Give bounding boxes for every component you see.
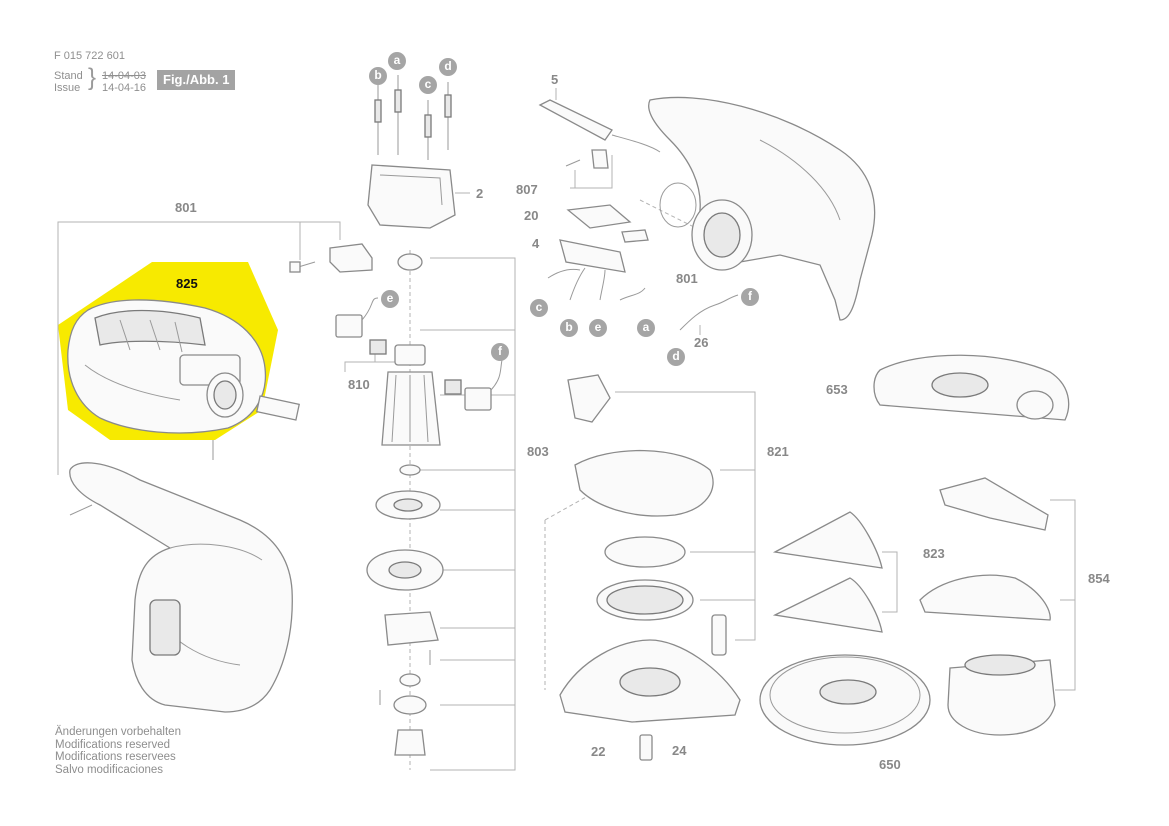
part-801-housing-half <box>648 96 876 321</box>
part-854-accessories <box>919 477 1056 736</box>
wire-bubble-c: c <box>419 76 437 94</box>
part-801-latch <box>289 243 373 273</box>
part-653-base <box>873 354 1070 421</box>
stand-date: 14-04-03 <box>102 70 147 82</box>
wire-bubble-a: a <box>388 52 406 70</box>
footer-line-fr: Modifications reservees <box>55 751 176 763</box>
part-number-22: 22 <box>591 744 606 759</box>
part-number-825: 825 <box>176 276 198 291</box>
wire-bubble-b-switch: b <box>560 319 578 337</box>
part-number-24: 24 <box>672 743 687 758</box>
drawing-number: F 015 722 601 <box>54 50 125 62</box>
part-number-803: 803 <box>527 444 549 459</box>
part-5-cable <box>538 99 661 169</box>
wire-bubble-e-switch: e <box>589 319 607 337</box>
wire-bubble-f-26: f <box>741 288 759 306</box>
issue-date: 14-04-16 <box>102 82 147 94</box>
part-number-821: 821 <box>767 444 789 459</box>
footer-line-es: Salvo modificaciones <box>55 763 164 776</box>
wire-bubble-e: e <box>381 290 399 308</box>
brace-glyph: } <box>88 64 97 91</box>
part-number-650: 650 <box>879 757 901 772</box>
stand-label: Stand <box>54 70 83 82</box>
part-number-4: 4 <box>532 236 540 251</box>
part-2-brush-holder <box>367 75 456 229</box>
wire-bubble-d: d <box>439 58 457 76</box>
issue-label: Issue <box>54 82 81 94</box>
part-number-2: 2 <box>476 186 484 201</box>
footer-line-de: Änderungen vorbehalten <box>55 726 181 738</box>
part-801-tool-body <box>69 462 293 713</box>
bearing-top <box>397 253 423 271</box>
part-803-armature <box>366 344 444 756</box>
part-26-wire <box>679 294 739 331</box>
footer-line-en: Modifications reserved <box>55 738 171 751</box>
part-650-sanding-pad <box>759 654 931 746</box>
part-823-sanding-sheets <box>772 511 883 633</box>
part-number-823: 823 <box>923 546 945 561</box>
part-number-801: 801 <box>175 200 197 215</box>
part-825-housing-cover <box>67 299 267 434</box>
part-number-26: 26 <box>694 335 709 350</box>
screw-801 <box>69 504 93 516</box>
part-number-5: 5 <box>551 72 559 87</box>
part-plate-left <box>256 395 300 421</box>
footer-note: Änderungen vorbehalten Modifications res… <box>55 726 181 776</box>
part-20-switch-slider <box>566 204 649 243</box>
wire-bubble-a-switch: a <box>637 319 655 337</box>
part-821-pad-carrier <box>567 374 727 656</box>
wire-bubble-c-switch: c <box>530 299 548 317</box>
part-number-20: 20 <box>524 208 539 223</box>
part-number-807: 807 <box>516 182 538 197</box>
part-22-sanding-plate <box>559 639 741 761</box>
part-810-brushes <box>335 297 503 411</box>
part-number-653: 653 <box>826 382 848 397</box>
wire-bubble-d-26: d <box>667 348 685 366</box>
figure-label: Fig./Abb. 1 <box>157 70 236 90</box>
part-4-switch <box>547 239 646 301</box>
wire-bubble-b: b <box>369 67 387 85</box>
wire-bubble-f: f <box>491 343 509 361</box>
part-number-854: 854 <box>1088 571 1110 586</box>
part-number-810: 810 <box>348 377 370 392</box>
part-number-801-right: 801 <box>676 271 698 286</box>
